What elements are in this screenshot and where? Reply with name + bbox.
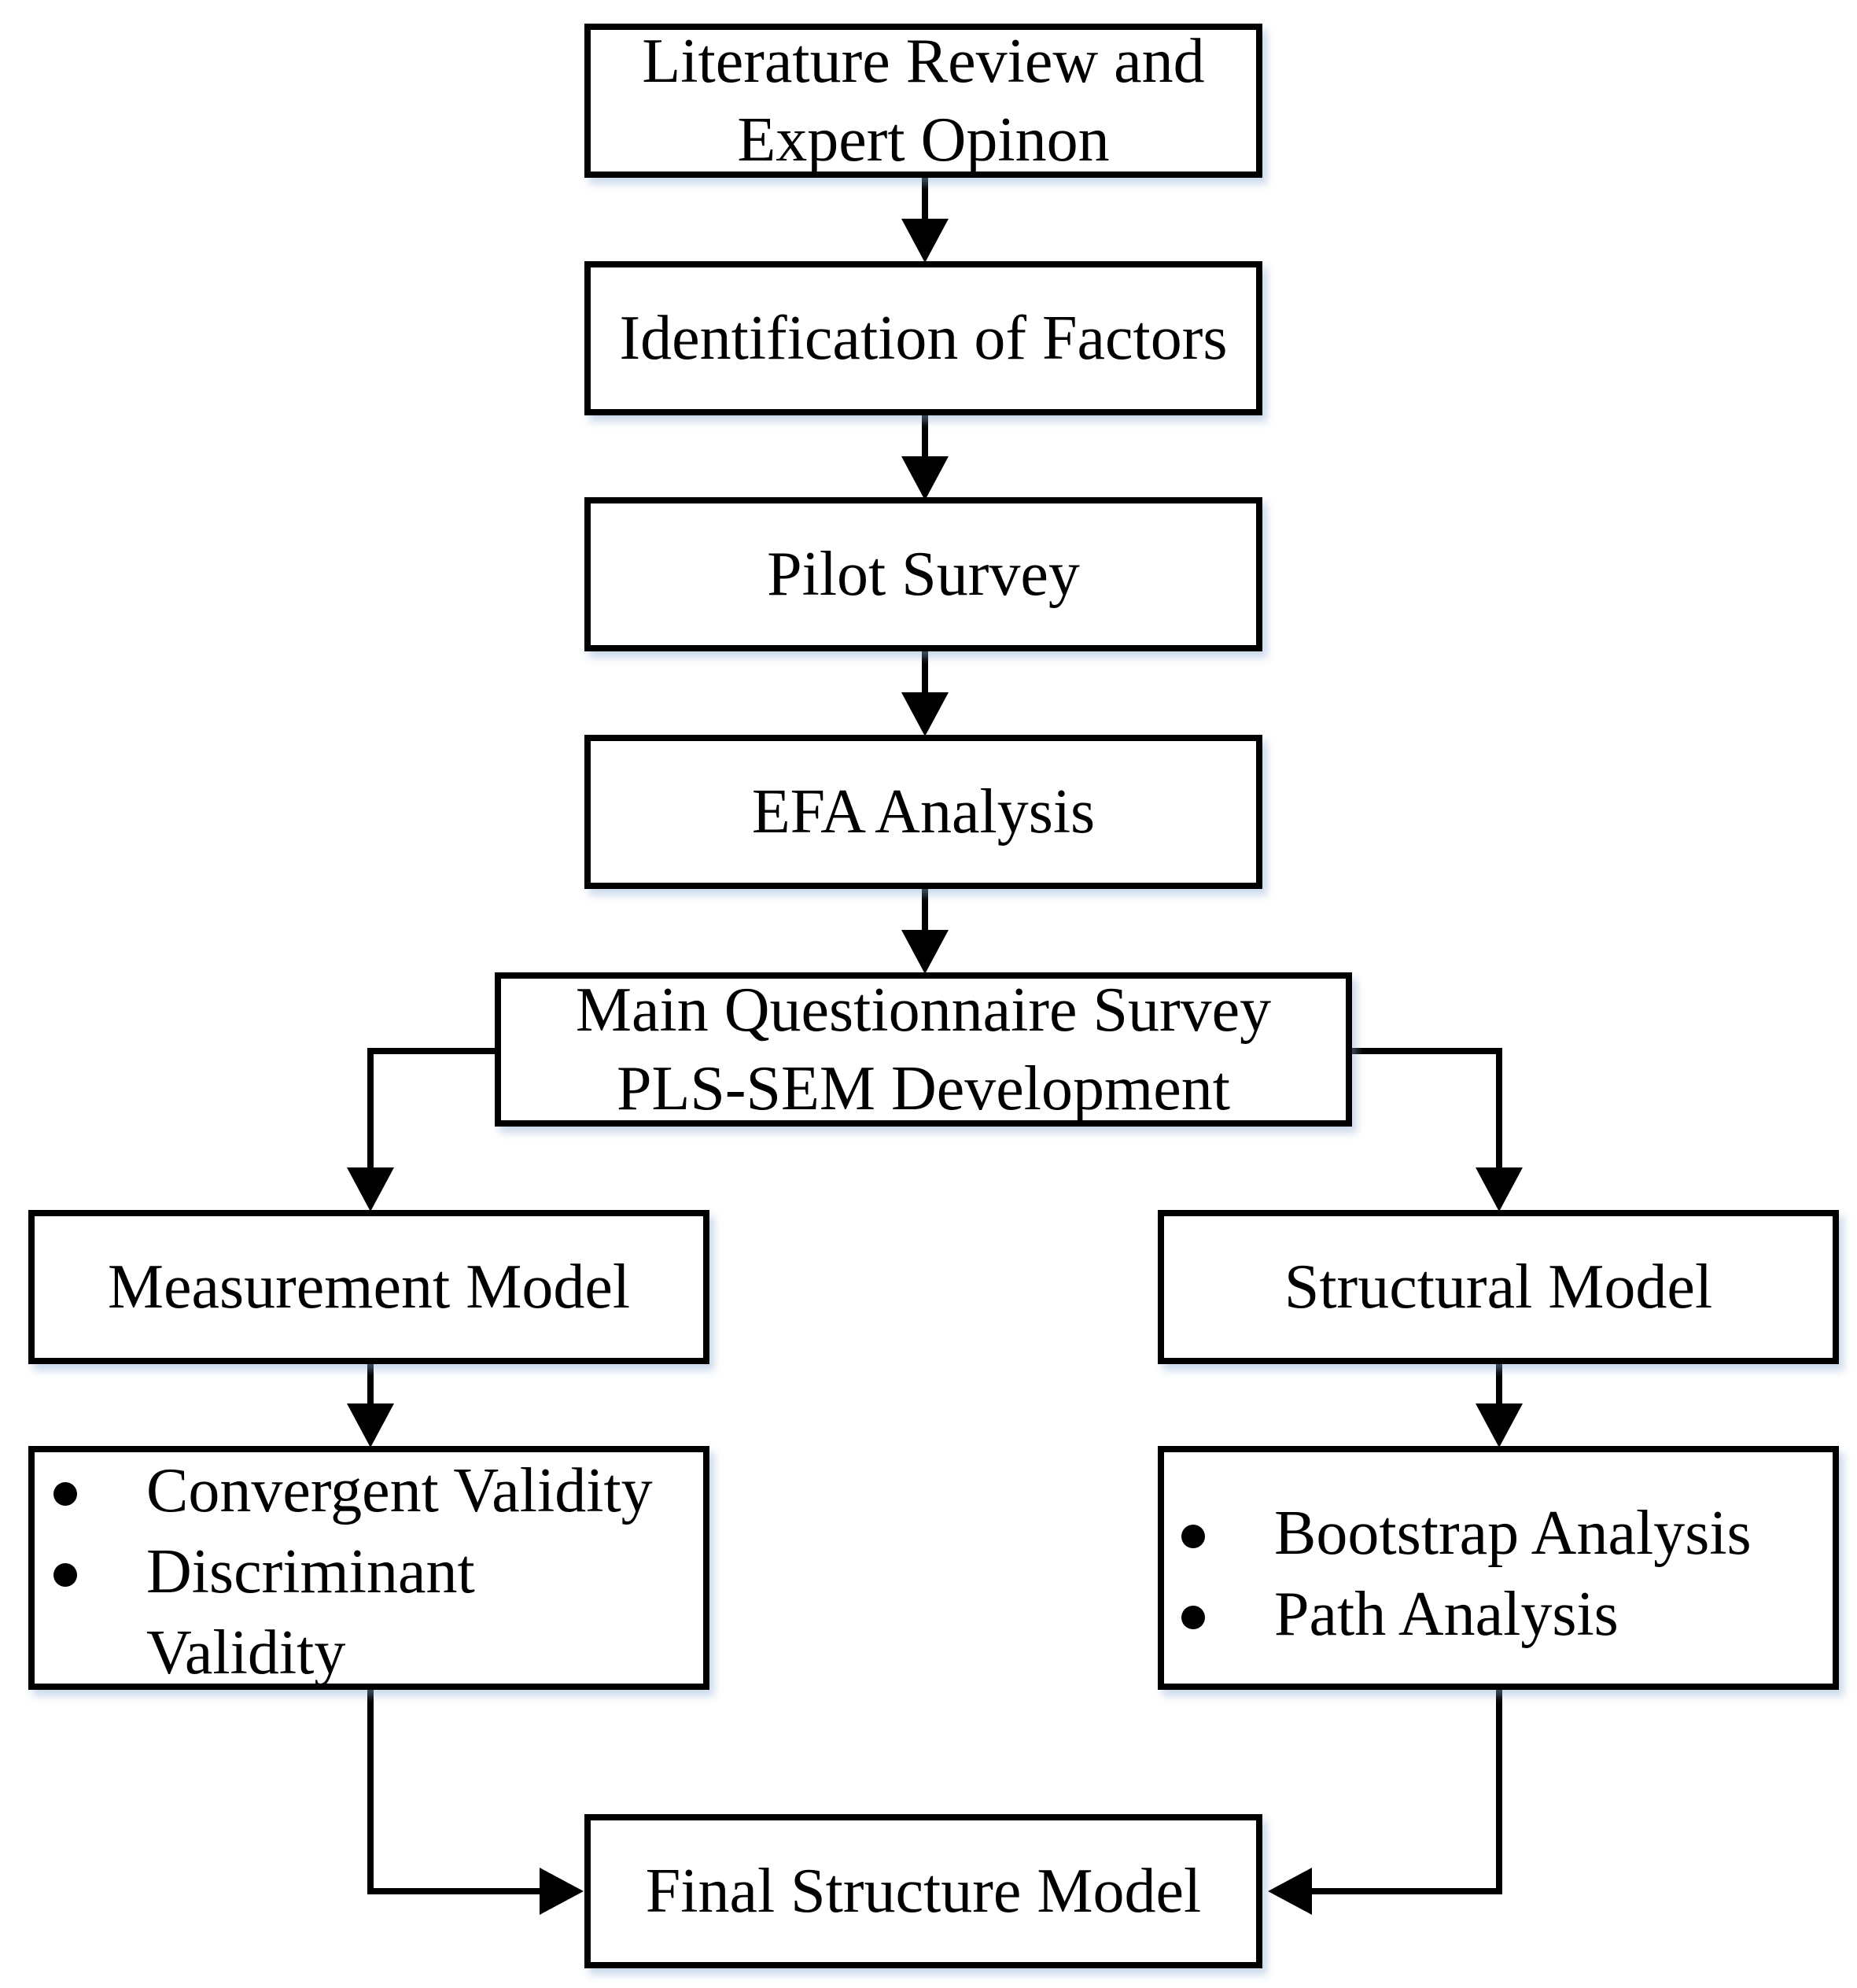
arrow-5-to-measurement [367, 1048, 498, 1171]
measurement-model-label: Measurement Model [35, 1216, 703, 1358]
literature-review-box: Literature Review and Expert Opinon [584, 24, 1262, 178]
structural-model-text: Structural Model [1284, 1252, 1713, 1322]
main-survey-line2: PLS-SEM Development [617, 1054, 1230, 1123]
pilot-survey-text: Pilot Survey [767, 540, 1080, 609]
arrowhead-down-validity [347, 1403, 394, 1448]
structural-model-label: Structural Model [1164, 1216, 1833, 1358]
bootstrap-analysis-text: Bootstrap Analysis [1274, 1499, 1752, 1568]
arrowhead-down-structural [1476, 1167, 1523, 1212]
final-model-box: Final Structure Model [584, 1814, 1262, 1968]
bullet-icon [53, 1563, 77, 1587]
convergent-validity-text: Convergent Validity [146, 1456, 653, 1525]
bullet-icon [53, 1482, 77, 1506]
arrowhead-left-final [1268, 1868, 1312, 1915]
arrow-5-to-structural [1351, 1048, 1502, 1171]
validity-list: Convergent Validity Discriminant Validit… [35, 1452, 703, 1687]
identification-box: Identification of Factors [584, 261, 1262, 415]
efa-analysis-box: EFA Analysis [584, 735, 1262, 889]
path-analysis-text: Path Analysis [1274, 1580, 1619, 1649]
bullet-icon [1181, 1606, 1205, 1629]
pilot-survey-box: Pilot Survey [584, 497, 1262, 651]
literature-review-label: Literature Review and Expert Opinon [591, 27, 1256, 175]
structural-model-box: Structural Model [1158, 1210, 1839, 1364]
main-survey-label: Main Questionnaire Survey PLS-SEM Develo… [501, 976, 1346, 1123]
analysis-list: Bootstrap Analysis Path Analysis [1164, 1452, 1833, 1684]
literature-review-line1: Literature Review and [642, 27, 1205, 96]
arrowhead-right-final [540, 1868, 584, 1915]
efa-analysis-text: EFA Analysis [751, 777, 1096, 846]
arrowhead-down-4 [901, 930, 949, 974]
arrow-analysis-to-final [1309, 1687, 1502, 1894]
identification-label: Identification of Factors [591, 267, 1256, 409]
main-survey-line1: Main Questionnaire Survey [575, 976, 1272, 1045]
identification-text: Identification of Factors [619, 304, 1228, 373]
main-survey-box: Main Questionnaire Survey PLS-SEM Develo… [495, 972, 1352, 1127]
final-model-label: Final Structure Model [591, 1820, 1256, 1962]
analysis-box: Bootstrap Analysis Path Analysis [1158, 1446, 1839, 1690]
arrowhead-down-analysis [1476, 1403, 1523, 1448]
arrowhead-down-1 [901, 219, 949, 263]
pilot-survey-label: Pilot Survey [591, 503, 1256, 645]
arrowhead-down-3 [901, 692, 949, 736]
arrowhead-down-measurement [347, 1167, 394, 1212]
arrowhead-down-2 [901, 456, 949, 500]
measurement-model-box: Measurement Model [28, 1210, 709, 1364]
arrow-validity-to-final [367, 1687, 543, 1894]
literature-review-line2: Expert Opinon [737, 105, 1110, 175]
discriminant-text: Discriminant [146, 1537, 475, 1606]
bullet-icon [1181, 1525, 1205, 1548]
final-model-text: Final Structure Model [645, 1857, 1202, 1926]
validity-box: Convergent Validity Discriminant Validit… [28, 1446, 709, 1690]
measurement-model-text: Measurement Model [107, 1252, 631, 1322]
validity-text: Validity [146, 1618, 346, 1687]
efa-analysis-label: EFA Analysis [591, 741, 1256, 883]
